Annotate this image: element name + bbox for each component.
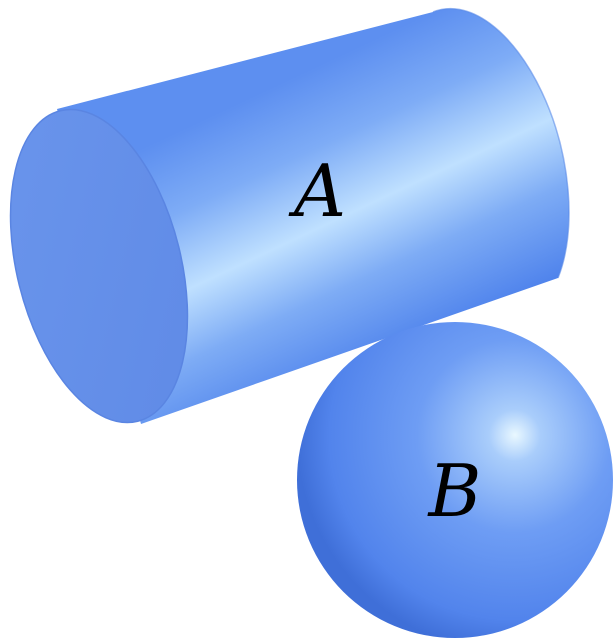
cylinder-label: A (288, 149, 346, 233)
sphere-shape: B (297, 322, 613, 638)
sphere-label: B (427, 449, 482, 533)
